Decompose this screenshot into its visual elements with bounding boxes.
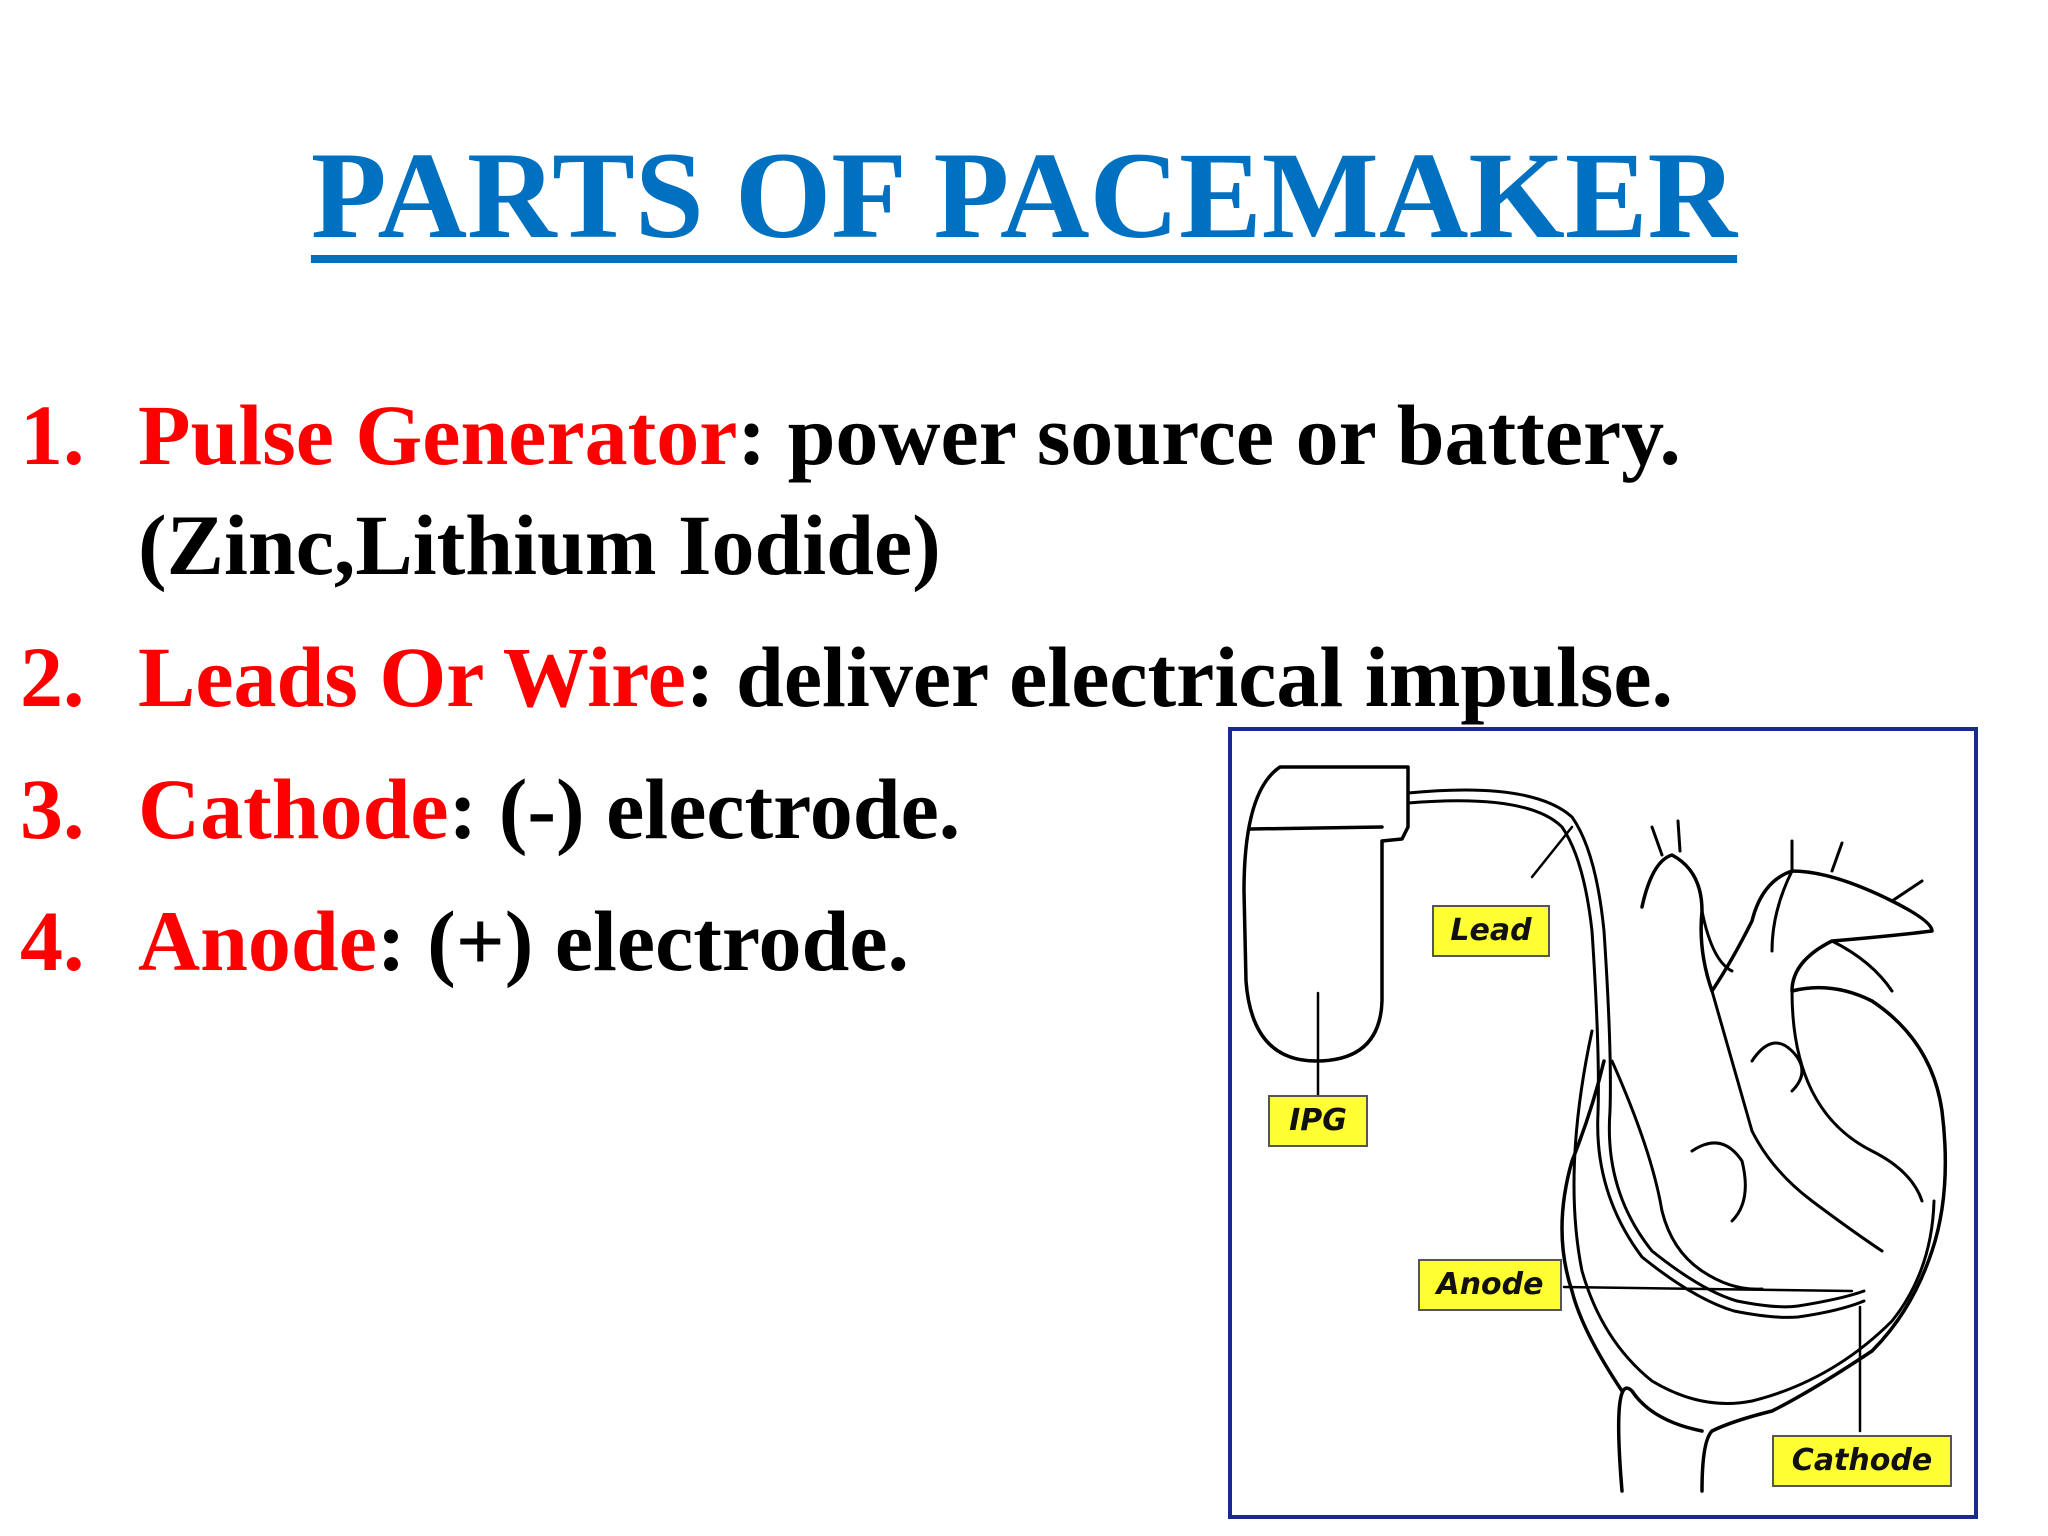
ipg-device xyxy=(1242,765,1410,1063)
item-term: Leads Or Wire xyxy=(138,629,686,725)
list-item-cathode: 3. Cathode: (-) electrode. xyxy=(20,754,1920,864)
item-description: : deliver electrical impulse. xyxy=(685,629,1674,725)
lead-pointer xyxy=(1530,825,1574,879)
item-description: : power source or battery. xyxy=(737,387,1681,483)
lead-wire-inner xyxy=(1406,799,1866,1319)
ipg-header-line xyxy=(1248,825,1384,831)
item-term: Cathode xyxy=(138,761,449,857)
heart-outer-wall xyxy=(1572,1029,1936,1405)
item-term: Anode xyxy=(138,893,377,989)
anode-pointer xyxy=(1562,1285,1854,1293)
item-description: : (-) electrode. xyxy=(448,761,961,857)
label-anode: Anode xyxy=(1418,1259,1562,1311)
heart-illustration xyxy=(1242,765,1948,1493)
list-item-leads: 2. Leads Or Wire: deliver electrical imp… xyxy=(20,622,1920,732)
slide-title: PARTS OF PACEMAKER xyxy=(310,127,1738,264)
item-number: 2. xyxy=(20,629,85,725)
vessel-top xyxy=(1650,819,1924,903)
lead-wire xyxy=(1406,788,1866,1309)
list-item-pulse-generator: 1. Pulse Generator: power source or batt… xyxy=(20,380,1920,600)
parts-list: 1. Pulse Generator: power source or batt… xyxy=(20,380,1920,1018)
item-number: 3. xyxy=(20,761,85,857)
label-cathode: Cathode xyxy=(1772,1435,1952,1487)
item-number: 1. xyxy=(20,387,85,483)
item-note: (Zinc,Lithium Iodide) xyxy=(138,497,941,593)
item-description: : (+) electrode. xyxy=(376,893,910,989)
heart-inner-wall xyxy=(1610,869,1924,1291)
pacemaker-heart-diagram: Lead IPG Anode Cathode xyxy=(1228,727,1978,1519)
heart-outline xyxy=(1560,853,1948,1493)
list-item-anode: 4. Anode: (+) electrode. xyxy=(20,886,1920,996)
label-lead: Lead xyxy=(1432,905,1550,957)
label-ipg: IPG xyxy=(1268,1095,1368,1147)
item-number: 4. xyxy=(20,893,85,989)
item-term: Pulse Generator xyxy=(138,387,738,483)
